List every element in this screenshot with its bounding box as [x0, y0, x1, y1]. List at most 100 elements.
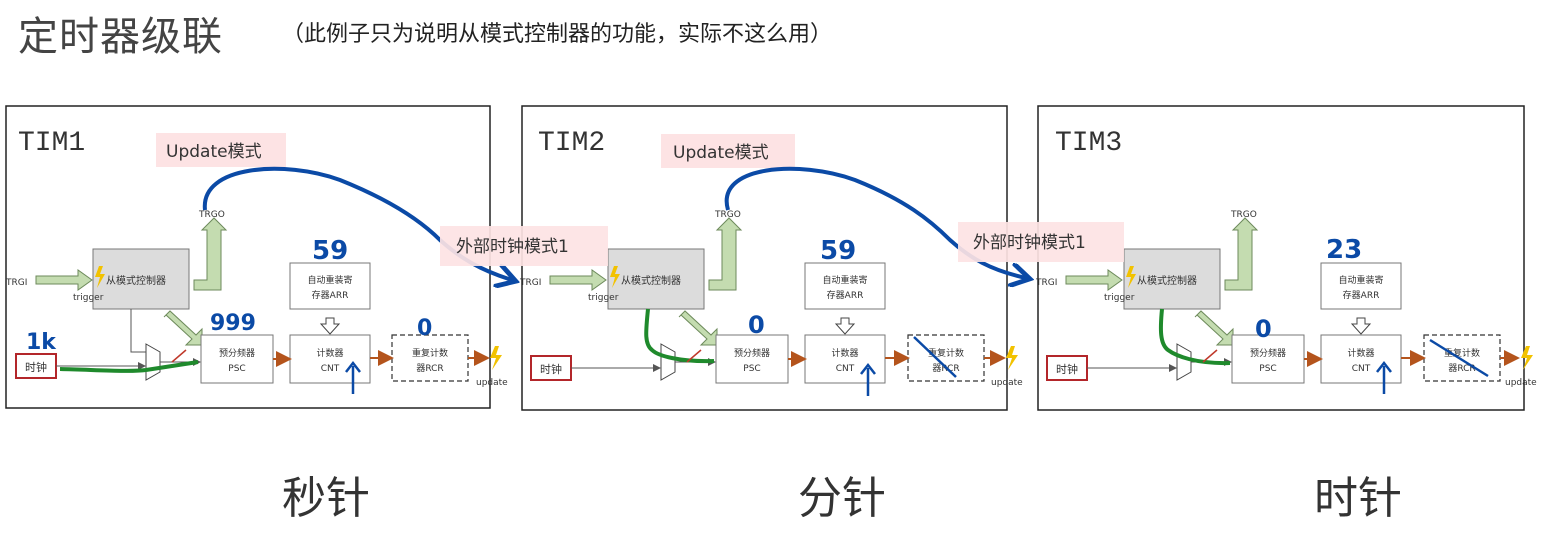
- update-mode-label: Update模式: [673, 143, 769, 163]
- clock-frequency: 1k: [26, 330, 57, 355]
- psc-value: 999: [210, 311, 256, 336]
- cnt-label-line2: CNT: [321, 364, 340, 374]
- update-label: update: [476, 378, 508, 388]
- update-label: update: [1505, 378, 1537, 388]
- page-title: 定时器级联: [18, 14, 223, 60]
- arr-down-arrow: [1350, 317, 1372, 335]
- psc-register: [200, 334, 274, 384]
- arr-value: 59: [820, 236, 856, 266]
- slave-mode-controller-label: 从模式控制器: [1137, 274, 1197, 287]
- ext-clock-mode-label: 外部时钟模式1: [973, 233, 1086, 253]
- update-mode-label: Update模式: [166, 142, 262, 162]
- count-up-arrow: [860, 362, 876, 396]
- slave-mode-controller: [1123, 248, 1221, 310]
- rcr-label-line1: 重复计数: [928, 347, 964, 359]
- timer-panel-tim2: TIM2 Update模式 TRGO TRGI 从模式控制器 trigger 自…: [519, 105, 1023, 411]
- cnt-register: [804, 334, 886, 384]
- update-mode-tag: [661, 134, 795, 168]
- psc-register: [715, 334, 789, 384]
- count-up-arrow: [1376, 360, 1392, 394]
- trgi-arrow: [549, 269, 607, 291]
- timer-name: TIM3: [1055, 128, 1122, 159]
- rcr-label-line1: 重复计数: [1444, 347, 1480, 359]
- timer-name: TIM2: [538, 128, 605, 159]
- cnt-label-line2: CNT: [836, 364, 855, 374]
- cnt-register: [289, 334, 371, 384]
- trgo-label: TRGO: [714, 210, 741, 220]
- arr-down-arrow: [319, 317, 341, 335]
- arr-register: [289, 262, 371, 310]
- trgo-arrow: [1224, 217, 1259, 291]
- ext-clock-tag-2: [958, 222, 1124, 262]
- clock-source-label: 时钟: [1056, 362, 1078, 376]
- rcr-label-line1: 重复计数: [412, 347, 448, 359]
- slave-mode-controller: [607, 248, 705, 310]
- psc-label-line1: 预分频器: [734, 347, 770, 359]
- enable-switch: [686, 349, 702, 363]
- cnt-register: [1320, 334, 1402, 384]
- trigger-label: trigger: [1104, 293, 1135, 303]
- enable-switch: [171, 349, 187, 363]
- arr-label-line1: 自动重装寄: [822, 274, 867, 286]
- arr-label-line2: 存器ARR: [1343, 289, 1380, 301]
- enable-switch: [1202, 349, 1218, 363]
- mux-shape: [660, 343, 676, 381]
- psc-label-line1: 预分频器: [219, 347, 255, 359]
- trigger-path-highlight: [1158, 308, 1231, 366]
- rcr-strike-mark: [913, 336, 957, 378]
- trgo-arrow: [193, 217, 228, 291]
- trgi-label: TRGI: [519, 278, 541, 288]
- clock-source-label: 时钟: [540, 362, 562, 376]
- update-lightning-icon: [1521, 346, 1533, 370]
- timer-name: TIM1: [18, 128, 85, 159]
- update-mode-tag: [156, 133, 286, 167]
- rcr-label-line2: 器RCR: [1448, 363, 1475, 374]
- caption-hour-hand: 时针: [1314, 473, 1402, 524]
- arr-value: 23: [1326, 235, 1362, 265]
- clock-source-label: 时钟: [25, 360, 47, 374]
- lightning-icon: [610, 266, 620, 288]
- trgi-arrow: [35, 269, 93, 291]
- ext-clock-mode-label: 外部时钟模式1: [456, 237, 569, 257]
- trgi-label: TRGI: [5, 278, 27, 288]
- arr-down-arrow: [834, 317, 856, 335]
- update-label: update: [991, 378, 1023, 388]
- cnt-label-line1: 计数器: [831, 347, 858, 359]
- clock-source-box: [1046, 355, 1088, 381]
- timer-panel-tim1: TIM1 Update模式 TRGO TRGI 从模式控制器 trigger 自…: [5, 105, 508, 409]
- arr-value: 59: [312, 236, 348, 266]
- page-subtitle: （此例子只为说明从模式控制器的功能，实际不这么用）: [282, 22, 833, 47]
- arr-label-line2: 存器ARR: [312, 289, 349, 301]
- arr-register: [1320, 262, 1402, 310]
- arr-register: [804, 262, 886, 310]
- trgo-label: TRGO: [1230, 210, 1257, 220]
- psc-label-line2: PSC: [228, 364, 245, 374]
- psc-value: 0: [748, 311, 765, 339]
- psc-register: [1231, 334, 1305, 384]
- trigger-label: trigger: [588, 293, 619, 303]
- psc-label-line2: PSC: [1259, 364, 1276, 374]
- cnt-label-line1: 计数器: [316, 347, 343, 359]
- rcr-label-line2: 器RCR: [416, 363, 443, 374]
- rcr-register: [1423, 334, 1501, 382]
- arr-label-line2: 存器ARR: [827, 289, 864, 301]
- update-lightning-icon: [490, 346, 502, 370]
- mux-shape: [1176, 343, 1192, 381]
- trigger-to-mux-line: [130, 309, 146, 353]
- rcr-strike-mark: [1429, 338, 1489, 378]
- lightning-icon: [95, 266, 105, 288]
- trgi-label: TRGI: [1035, 278, 1057, 288]
- count-up-arrow: [345, 360, 361, 394]
- caption-minute-hand: 分针: [798, 473, 886, 524]
- cnt-label-line1: 计数器: [1347, 347, 1374, 359]
- rcr-value: 0: [417, 316, 432, 341]
- update-lightning-icon: [1006, 346, 1018, 370]
- slave-mode-controller: [92, 248, 190, 310]
- lightning-icon: [1126, 266, 1136, 288]
- trigger-label: trigger: [73, 293, 104, 303]
- cnt-label-line2: CNT: [1352, 364, 1371, 374]
- slave-mode-controller-label: 从模式控制器: [621, 274, 681, 287]
- clock-path-highlight: [59, 360, 199, 373]
- slave-mode-controller-label: 从模式控制器: [106, 274, 166, 287]
